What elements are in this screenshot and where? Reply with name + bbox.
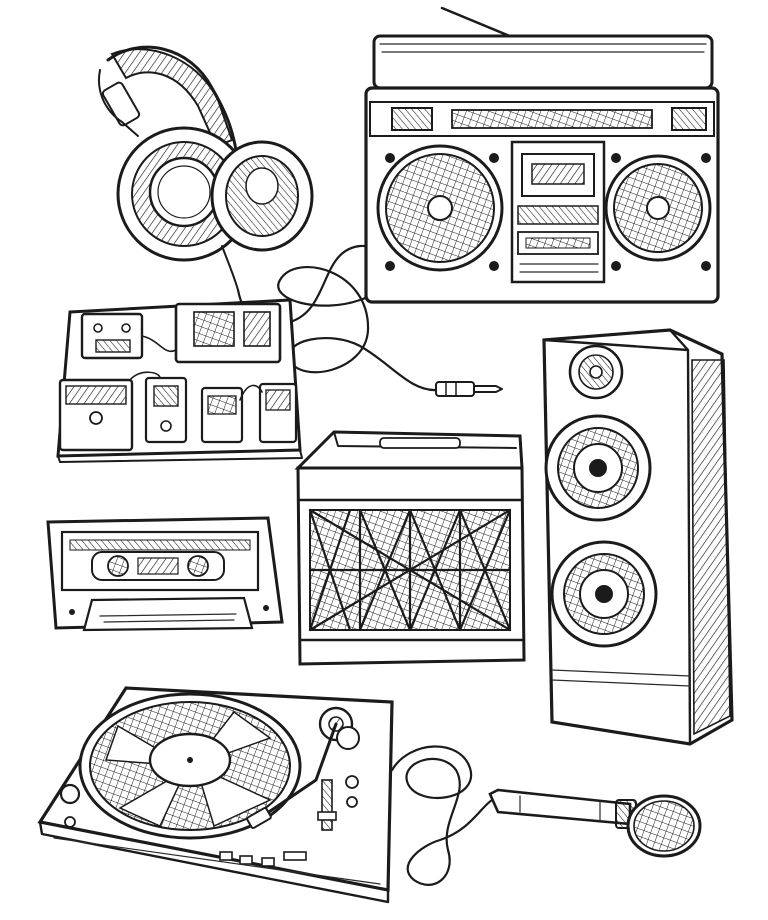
effects-pedalboard xyxy=(56,298,303,463)
headphones xyxy=(98,45,314,291)
turntable xyxy=(37,686,394,904)
cassette-tape xyxy=(46,516,284,632)
audio-cable-jack xyxy=(435,381,503,397)
milk-crate xyxy=(294,430,526,666)
microphone xyxy=(488,788,702,858)
audio-cable-jack xyxy=(236,244,440,392)
floor-speaker xyxy=(542,328,734,746)
turntable-cable xyxy=(390,745,494,886)
boombox xyxy=(364,6,720,304)
